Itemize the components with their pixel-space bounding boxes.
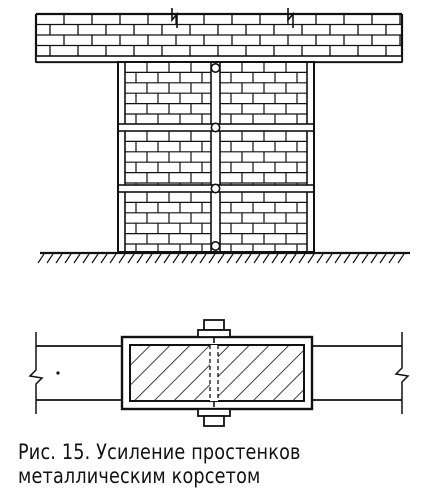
caption-line-2: металлическим корсетом	[18, 464, 261, 488]
bottom-washer	[197, 408, 231, 417]
section-break-left	[28, 332, 44, 414]
ground-hatching	[37, 253, 405, 264]
plan-section-view	[28, 319, 410, 427]
elevation-view	[34, 8, 410, 264]
upper-wall-band	[34, 8, 404, 64]
bolt	[210, 62, 221, 73]
corner-angle-right	[306, 61, 315, 253]
bolt	[210, 183, 221, 194]
pier-brickwork	[125, 62, 307, 252]
break-mark-right	[287, 8, 294, 28]
figure-caption: Рис. 15. Усиление простенков металлическ…	[18, 440, 354, 488]
center-strip	[210, 61, 221, 253]
bottom-nut	[203, 415, 225, 427]
pier	[117, 61, 315, 253]
ground	[37, 251, 410, 264]
top-nut	[203, 319, 225, 331]
corner-angle-left	[117, 61, 126, 253]
bolt	[210, 122, 221, 133]
section-break-right	[394, 332, 410, 414]
break-mark-left	[171, 8, 178, 28]
bolt	[210, 241, 221, 252]
caption-line-1: Рис. 15. Усиление простенков	[18, 440, 301, 464]
top-washer	[197, 329, 231, 338]
